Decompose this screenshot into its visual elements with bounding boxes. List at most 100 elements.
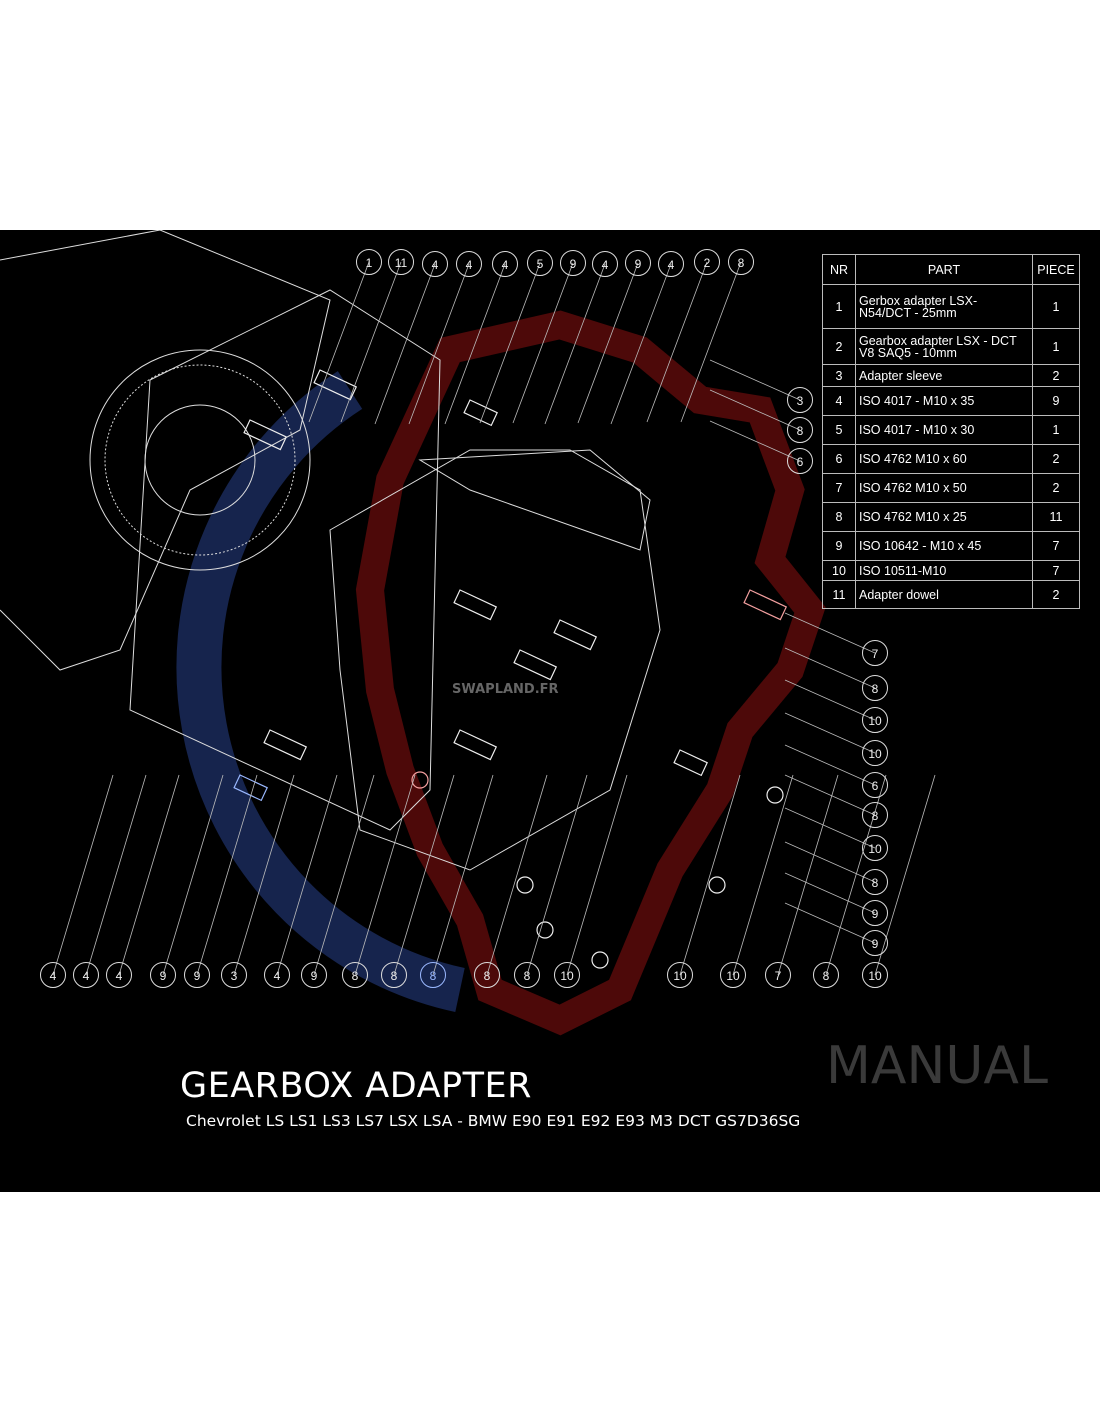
callout-top: 9 [560,250,586,276]
cell-nr: 10 [822,560,856,581]
callout-top: 11 [388,249,414,275]
leader-line [308,261,370,423]
cell-nr: 8 [822,502,856,532]
leader-line [512,262,574,424]
cell-part: ISO 4017 - M10 x 35 [855,386,1033,416]
manual-label: MANUAL [826,1036,1048,1096]
leader-line [646,261,708,423]
leader-line [118,774,180,976]
cell-part: ISO 4762 M10 x 25 [855,502,1033,532]
cell-part: Adapter dowel [855,580,1033,609]
callout-bottom: 8 [514,962,540,988]
callout-bottom: 7 [765,962,791,988]
callout-top: 1 [356,249,382,275]
header-part: PART [855,254,1033,285]
cell-piece: 2 [1032,444,1080,474]
leader-line [340,261,402,423]
leader-line [680,261,742,423]
leader-line [610,263,672,425]
leader-line [784,774,876,816]
callout-right: 6 [862,772,888,798]
leader-line [732,774,794,976]
callout-bottom: 4 [40,962,66,988]
cell-nr: 7 [822,473,856,503]
callout-upper_right: 6 [787,448,813,474]
leader-line [784,712,876,754]
leader-line [276,774,338,976]
callout-right: 9 [862,900,888,926]
leader-line [784,902,876,944]
leader-line [784,807,876,849]
cell-piece: 1 [1032,284,1080,329]
leader-line [709,359,801,401]
callout-bottom: 8 [381,962,407,988]
callout-top: 4 [592,251,618,277]
callout-bottom: 4 [106,962,132,988]
cell-piece: 7 [1032,560,1080,581]
leader-line [52,774,114,976]
leader-line [784,744,876,786]
leader-line [709,389,801,431]
leader-line [162,774,224,976]
header-nr: NR [822,254,856,285]
callout-right: 8 [862,869,888,895]
page-subtitle: Chevrolet LS LS1 LS3 LS7 LSX LSA - BMW E… [186,1112,801,1130]
callout-bottom: 10 [667,962,693,988]
callout-top: 4 [492,251,518,277]
header-piece: PIECE [1032,254,1080,285]
leader-line [544,263,606,425]
cell-nr: 1 [822,284,856,329]
callout-bottom: 10 [862,962,888,988]
cell-piece: 11 [1032,502,1080,532]
callout-bottom: 8 [420,962,446,988]
callout-top: 9 [625,250,651,276]
cell-part: Gearbox adapter LSX - DCT V8 SAQ5 - 10mm [855,328,1033,365]
leader-lines [52,261,936,976]
callout-bottom: 8 [813,962,839,988]
cell-part: ISO 4762 M10 x 60 [855,444,1033,474]
logo-arc-blue [176,371,465,1012]
cell-nr: 9 [822,531,856,561]
bolts [233,369,788,969]
leader-line [85,774,147,976]
leader-line [233,774,295,976]
leader-line [777,774,839,976]
callout-bottom: 10 [720,962,746,988]
callout-top: 4 [658,251,684,277]
callout-right: 10 [862,707,888,733]
leader-line [784,841,876,883]
callout-right: 8 [862,802,888,828]
cell-part: ISO 4017 - M10 x 30 [855,415,1033,445]
leader-line [432,774,494,976]
callout-bottom: 8 [474,962,500,988]
leader-line [784,679,876,721]
cell-piece: 7 [1032,531,1080,561]
leader-line [577,262,639,424]
cell-nr: 6 [822,444,856,474]
callout-top: 4 [456,251,482,277]
callout-top: 5 [527,250,553,276]
cell-piece: 2 [1032,473,1080,503]
cell-piece: 9 [1032,386,1080,416]
callout-bottom: 9 [150,962,176,988]
callout-bottom: 4 [264,962,290,988]
logo-gear-red [355,310,826,1036]
callout-bottom: 9 [301,962,327,988]
callout-bottom: 4 [73,962,99,988]
leader-line [479,262,541,424]
callout-bottom: 3 [221,962,247,988]
leader-line [526,774,588,976]
callout-right: 9 [862,930,888,956]
cell-nr: 5 [822,415,856,445]
leader-line [374,263,436,425]
cell-piece: 1 [1032,415,1080,445]
callout-upper_right: 3 [787,387,813,413]
